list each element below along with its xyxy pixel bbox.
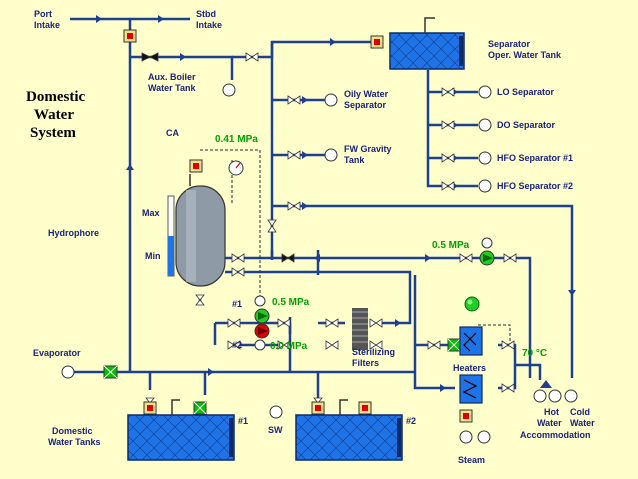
tank-1-label: #1 [238, 416, 248, 426]
steam-label: Steam [458, 455, 485, 465]
fw-gravity-label-1: FW Gravity [344, 144, 392, 154]
max-level-label: Max [142, 208, 160, 218]
title-line-2: Water [34, 107, 74, 123]
valves [141, 52, 517, 409]
pumps [254, 237, 495, 351]
port-intake-label-1: Port [34, 9, 52, 19]
outlet-nodes [61, 83, 578, 444]
oily-sep-label-2: Separator [344, 100, 387, 110]
separator-tank-label-1: Separator [488, 39, 531, 49]
domestic-tank-1 [127, 399, 235, 461]
separator-tank-label-2: Oper. Water Tank [488, 50, 562, 60]
pump-2-pressure-reading: 0.0 MPa [270, 341, 308, 352]
title-line-1: Domestic [26, 89, 85, 105]
pump-1-pressure-reading: 0.5 MPa [272, 297, 310, 308]
hot-pump-pressure-reading: 0.5 MPa [432, 240, 470, 251]
min-level-label: Min [145, 251, 161, 261]
hfo-separator-1-label: HFO Separator #1 [497, 153, 573, 163]
tank-2-label: #2 [406, 416, 416, 426]
title-line-3: System [30, 125, 76, 141]
aux-boiler-label-1: Aux. Boiler [148, 72, 196, 82]
domestic-tanks-label-2: Water Tanks [48, 437, 101, 447]
do-separator-label: DO Separator [497, 120, 556, 130]
aux-boiler-label-2: Water Tank [148, 83, 197, 93]
sterilizing-filters [352, 308, 368, 350]
accommodation-label: Accommodation [520, 430, 591, 440]
stbd-intake-label-1: Stbd [196, 9, 216, 19]
pump-1-label: #1 [232, 299, 242, 309]
hydrophore-tank [167, 160, 244, 287]
evaporator-label: Evaporator [33, 348, 81, 358]
heaters-label: Heaters [453, 363, 486, 373]
cold-water-label-2: Water [570, 418, 595, 428]
domestic-tank-2 [295, 399, 403, 461]
pump-2-label: #2 [232, 340, 242, 350]
ca-label: CA [166, 128, 179, 138]
cold-water-label-1: Cold [570, 407, 590, 417]
heaters [459, 296, 552, 404]
hydrophore-label: Hydrophore [48, 228, 99, 238]
sterilizing-label-1: Sterilizing [352, 347, 395, 357]
hydrophore-pressure-reading: 0.41 MPa [215, 134, 258, 145]
stbd-intake-label-2: Intake [196, 20, 222, 30]
hot-water-label-1: Hot [544, 407, 559, 417]
sterilizing-label-2: Filters [352, 358, 379, 368]
port-intake-label-2: Intake [34, 20, 60, 30]
separator-tank [389, 17, 465, 70]
fw-gravity-label-2: Tank [344, 155, 365, 165]
hot-water-label-2: Water [537, 418, 562, 428]
domestic-tanks-label-1: Domestic [52, 426, 93, 436]
lo-separator-label: LO Separator [497, 87, 555, 97]
sw-label: SW [268, 425, 283, 435]
oily-sep-label-1: Oily Water [344, 89, 389, 99]
hfo-separator-2-label: HFO Separator #2 [497, 181, 573, 191]
heater-temp-reading: 70 °C [522, 348, 547, 359]
